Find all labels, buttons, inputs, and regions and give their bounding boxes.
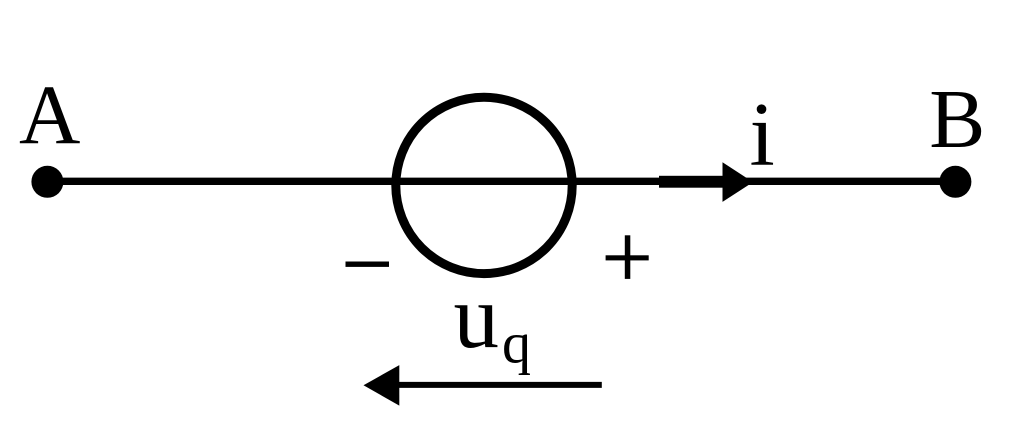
svg-text:A: A	[19, 69, 80, 163]
svg-text:u: u	[454, 266, 500, 367]
svg-text:i: i	[750, 84, 775, 185]
svg-text:B: B	[929, 73, 985, 166]
svg-text:q: q	[502, 310, 531, 375]
